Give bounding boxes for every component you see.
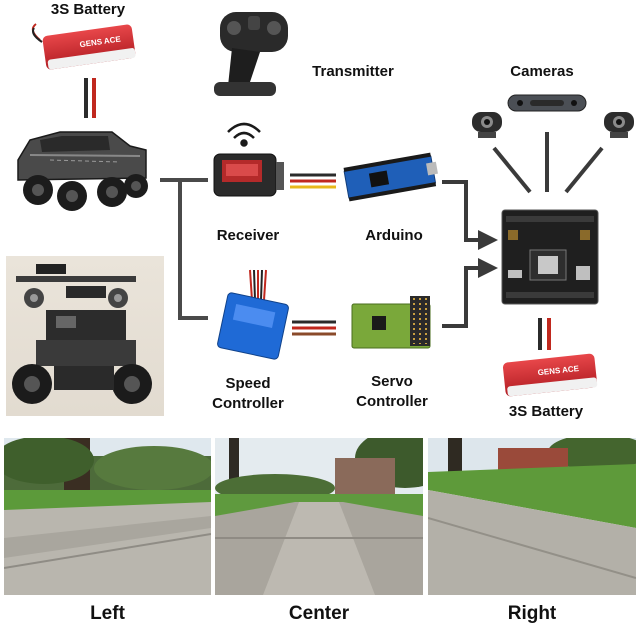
arduino-to-board-arrow <box>442 180 498 250</box>
battery-bottom-label: 3S Battery <box>508 403 584 420</box>
servo-controller-label-line2: Controller <box>356 393 428 410</box>
center-caption: Center <box>288 603 350 624</box>
battery-bottom-icon: GENS ACE <box>502 353 598 397</box>
servo-to-board-arrow <box>442 258 498 328</box>
esc-servo-wires <box>292 320 336 336</box>
left-camera-view <box>4 438 211 595</box>
right-caption: Right <box>507 603 557 624</box>
right-webcam-icon <box>604 112 634 138</box>
receiver-icon <box>213 153 284 197</box>
servo-controller-label-line1: Servo <box>371 373 413 390</box>
arduino-icon <box>343 152 438 202</box>
speed-controller-label: Speed Controller <box>198 374 298 414</box>
camera-cables <box>492 132 604 194</box>
transmitter-label: Transmitter <box>312 63 394 80</box>
battery-top-icon: GENS ACE <box>31 23 136 70</box>
center-camera-view <box>215 438 423 595</box>
robot-car-photo <box>6 256 164 416</box>
speed-controller-label-line2: Controller <box>212 395 284 412</box>
speed-controller-label-line1: Speed <box>225 375 271 392</box>
battery-top-label: 3S Battery <box>50 1 126 18</box>
servo-controller-icon <box>351 296 431 349</box>
transmitter-icon <box>214 12 288 96</box>
right-camera-view <box>428 438 636 595</box>
system-diagram: GENS ACE <box>17 12 634 397</box>
rc-truck-icon <box>17 131 148 211</box>
left-webcam-icon <box>472 112 502 138</box>
wireless-signal-icon <box>227 122 261 147</box>
speed-controller-icon <box>217 269 289 360</box>
left-caption: Left <box>90 603 125 624</box>
truck-connector-lines <box>160 178 208 320</box>
compute-board-icon <box>501 209 599 305</box>
servo-controller-label: Servo Controller <box>340 372 444 412</box>
battery-bottom-brand: GENS ACE <box>537 364 580 377</box>
cameras-label: Cameras <box>510 63 574 80</box>
arduino-label: Arduino <box>365 227 423 244</box>
stereo-camera-icon <box>507 94 587 112</box>
receiver-label: Receiver <box>216 227 280 244</box>
receiver-arduino-wires <box>290 173 336 189</box>
